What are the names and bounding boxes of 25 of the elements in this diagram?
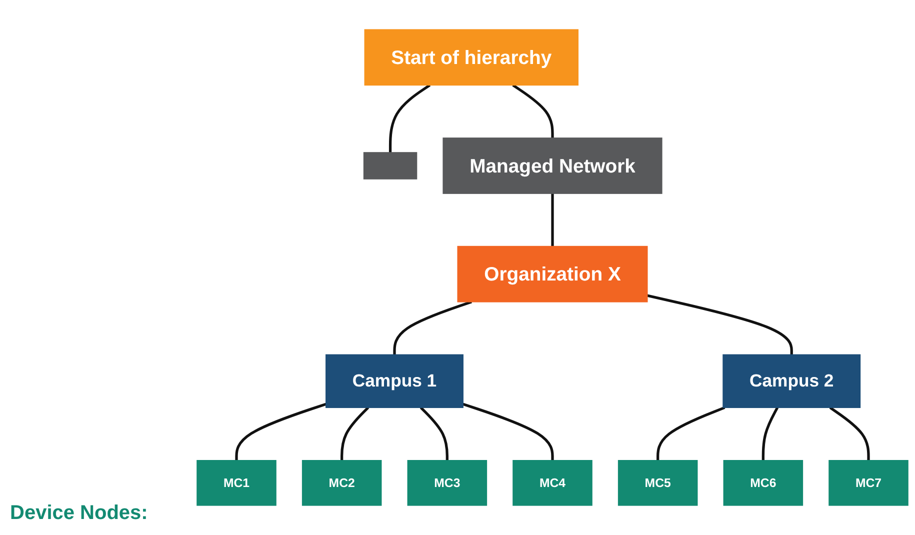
connector (393, 300, 472, 355)
connector (420, 406, 448, 460)
connector (388, 84, 431, 153)
node-box: Managed Network (442, 138, 662, 194)
connector (340, 406, 370, 460)
connector (512, 84, 554, 138)
connector (656, 406, 726, 460)
connector (647, 294, 793, 355)
connector (829, 406, 870, 460)
node-box: MC5 (618, 460, 698, 506)
connector (551, 194, 554, 246)
node-box: MC7 (828, 460, 908, 506)
node-box: Start of hierarchy (364, 29, 578, 86)
node-box: MC4 (512, 460, 592, 506)
node-box (363, 152, 418, 180)
connector (762, 406, 779, 460)
node-box: MC1 (196, 460, 276, 506)
node-box: Campus 1 (326, 354, 464, 408)
connector (462, 402, 554, 460)
node-box: MC3 (407, 460, 488, 506)
node-box: Organization X (457, 246, 648, 302)
node-box: MC2 (302, 460, 382, 506)
connector (235, 402, 326, 460)
node-box: Campus 2 (722, 354, 861, 408)
node-box: MC6 (723, 460, 804, 506)
